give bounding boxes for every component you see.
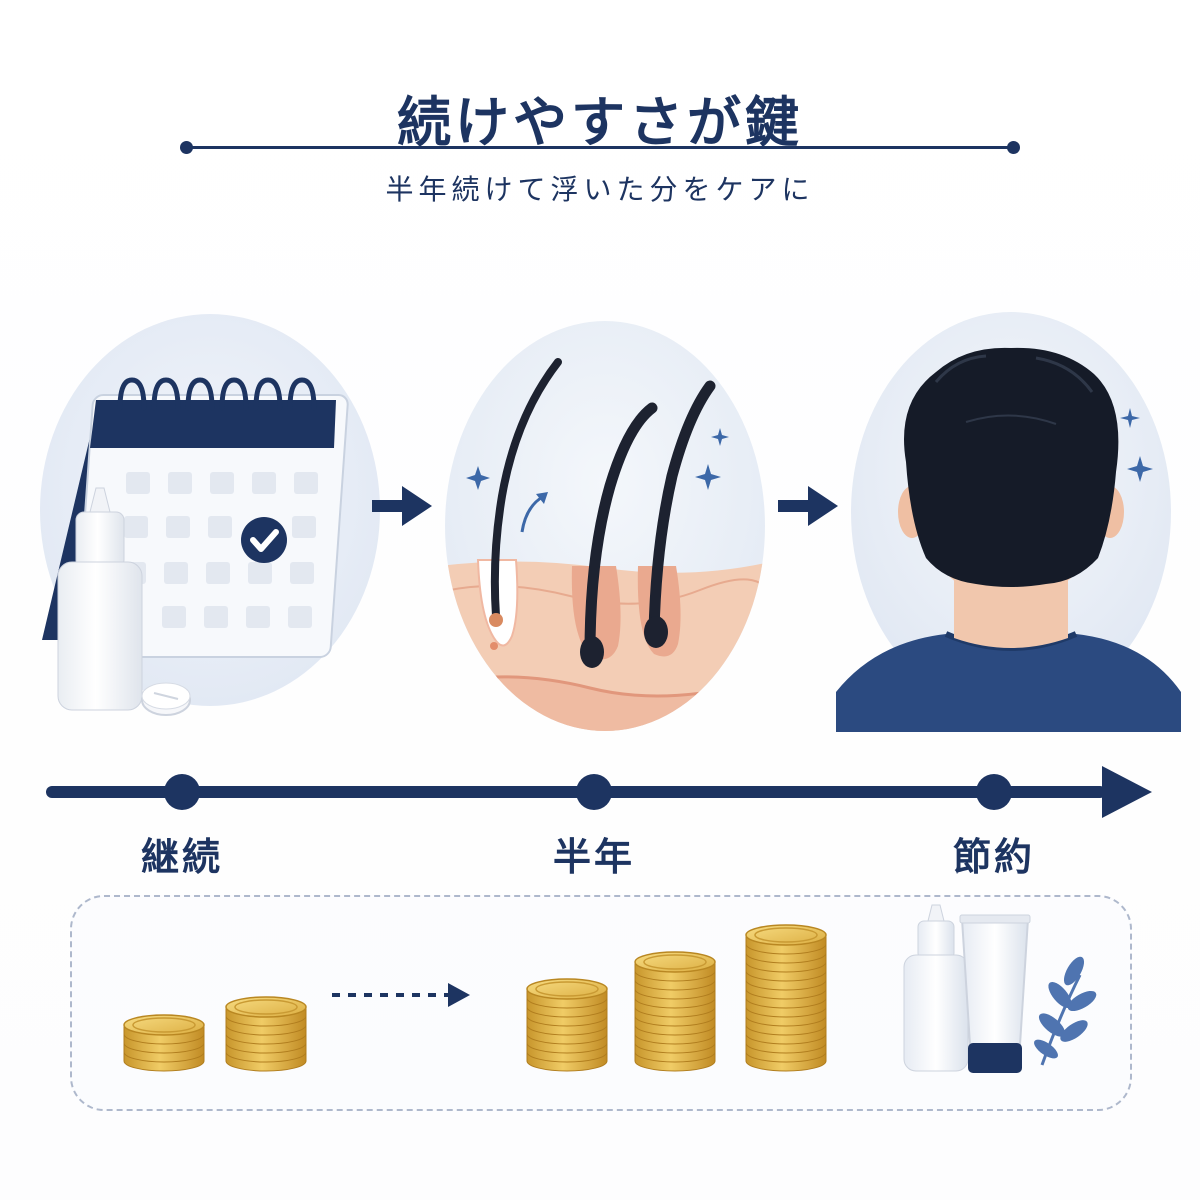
leaf-icon bbox=[1034, 956, 1097, 1066]
coin-stack-icon bbox=[225, 996, 307, 1072]
timeline-label-savings: 節約 bbox=[952, 835, 1035, 879]
hair-growth-scene bbox=[445, 321, 765, 731]
head-result-scene bbox=[836, 312, 1181, 732]
dotted-arrow-icon bbox=[332, 983, 470, 1007]
continuation-scene bbox=[40, 314, 380, 716]
coin-stack-icon bbox=[526, 978, 608, 1072]
timeline-node bbox=[164, 774, 200, 810]
coin-stack-icon bbox=[123, 1014, 205, 1072]
sparkle-icon bbox=[466, 428, 729, 490]
savings-illustration bbox=[123, 904, 1097, 1073]
timeline-arrow bbox=[46, 766, 1152, 818]
sparkle-icon bbox=[1120, 408, 1153, 482]
title-divider bbox=[180, 141, 1020, 154]
timeline-label-continue: 継続 bbox=[140, 835, 223, 879]
coin-stack-icon bbox=[745, 924, 827, 1072]
dropper-bottle-icon bbox=[903, 904, 969, 1072]
timeline-node bbox=[976, 774, 1012, 810]
page-title: 続けやすさが鍵 bbox=[397, 91, 803, 154]
tablet-icon bbox=[141, 682, 191, 716]
arrow-right-icon bbox=[372, 486, 432, 526]
head-back-icon bbox=[836, 347, 1181, 732]
arrow-right-icon bbox=[778, 486, 838, 526]
dropper-bottle-icon bbox=[57, 487, 143, 711]
coin-stack-icon bbox=[634, 951, 716, 1072]
timeline-label-half-year: 半年 bbox=[552, 835, 635, 879]
timeline-node bbox=[576, 774, 612, 810]
page-subtitle: 半年続けて浮いた分をケアに bbox=[385, 173, 815, 206]
hair-follicle-icon bbox=[476, 358, 716, 668]
cream-tube-icon bbox=[959, 914, 1031, 1073]
